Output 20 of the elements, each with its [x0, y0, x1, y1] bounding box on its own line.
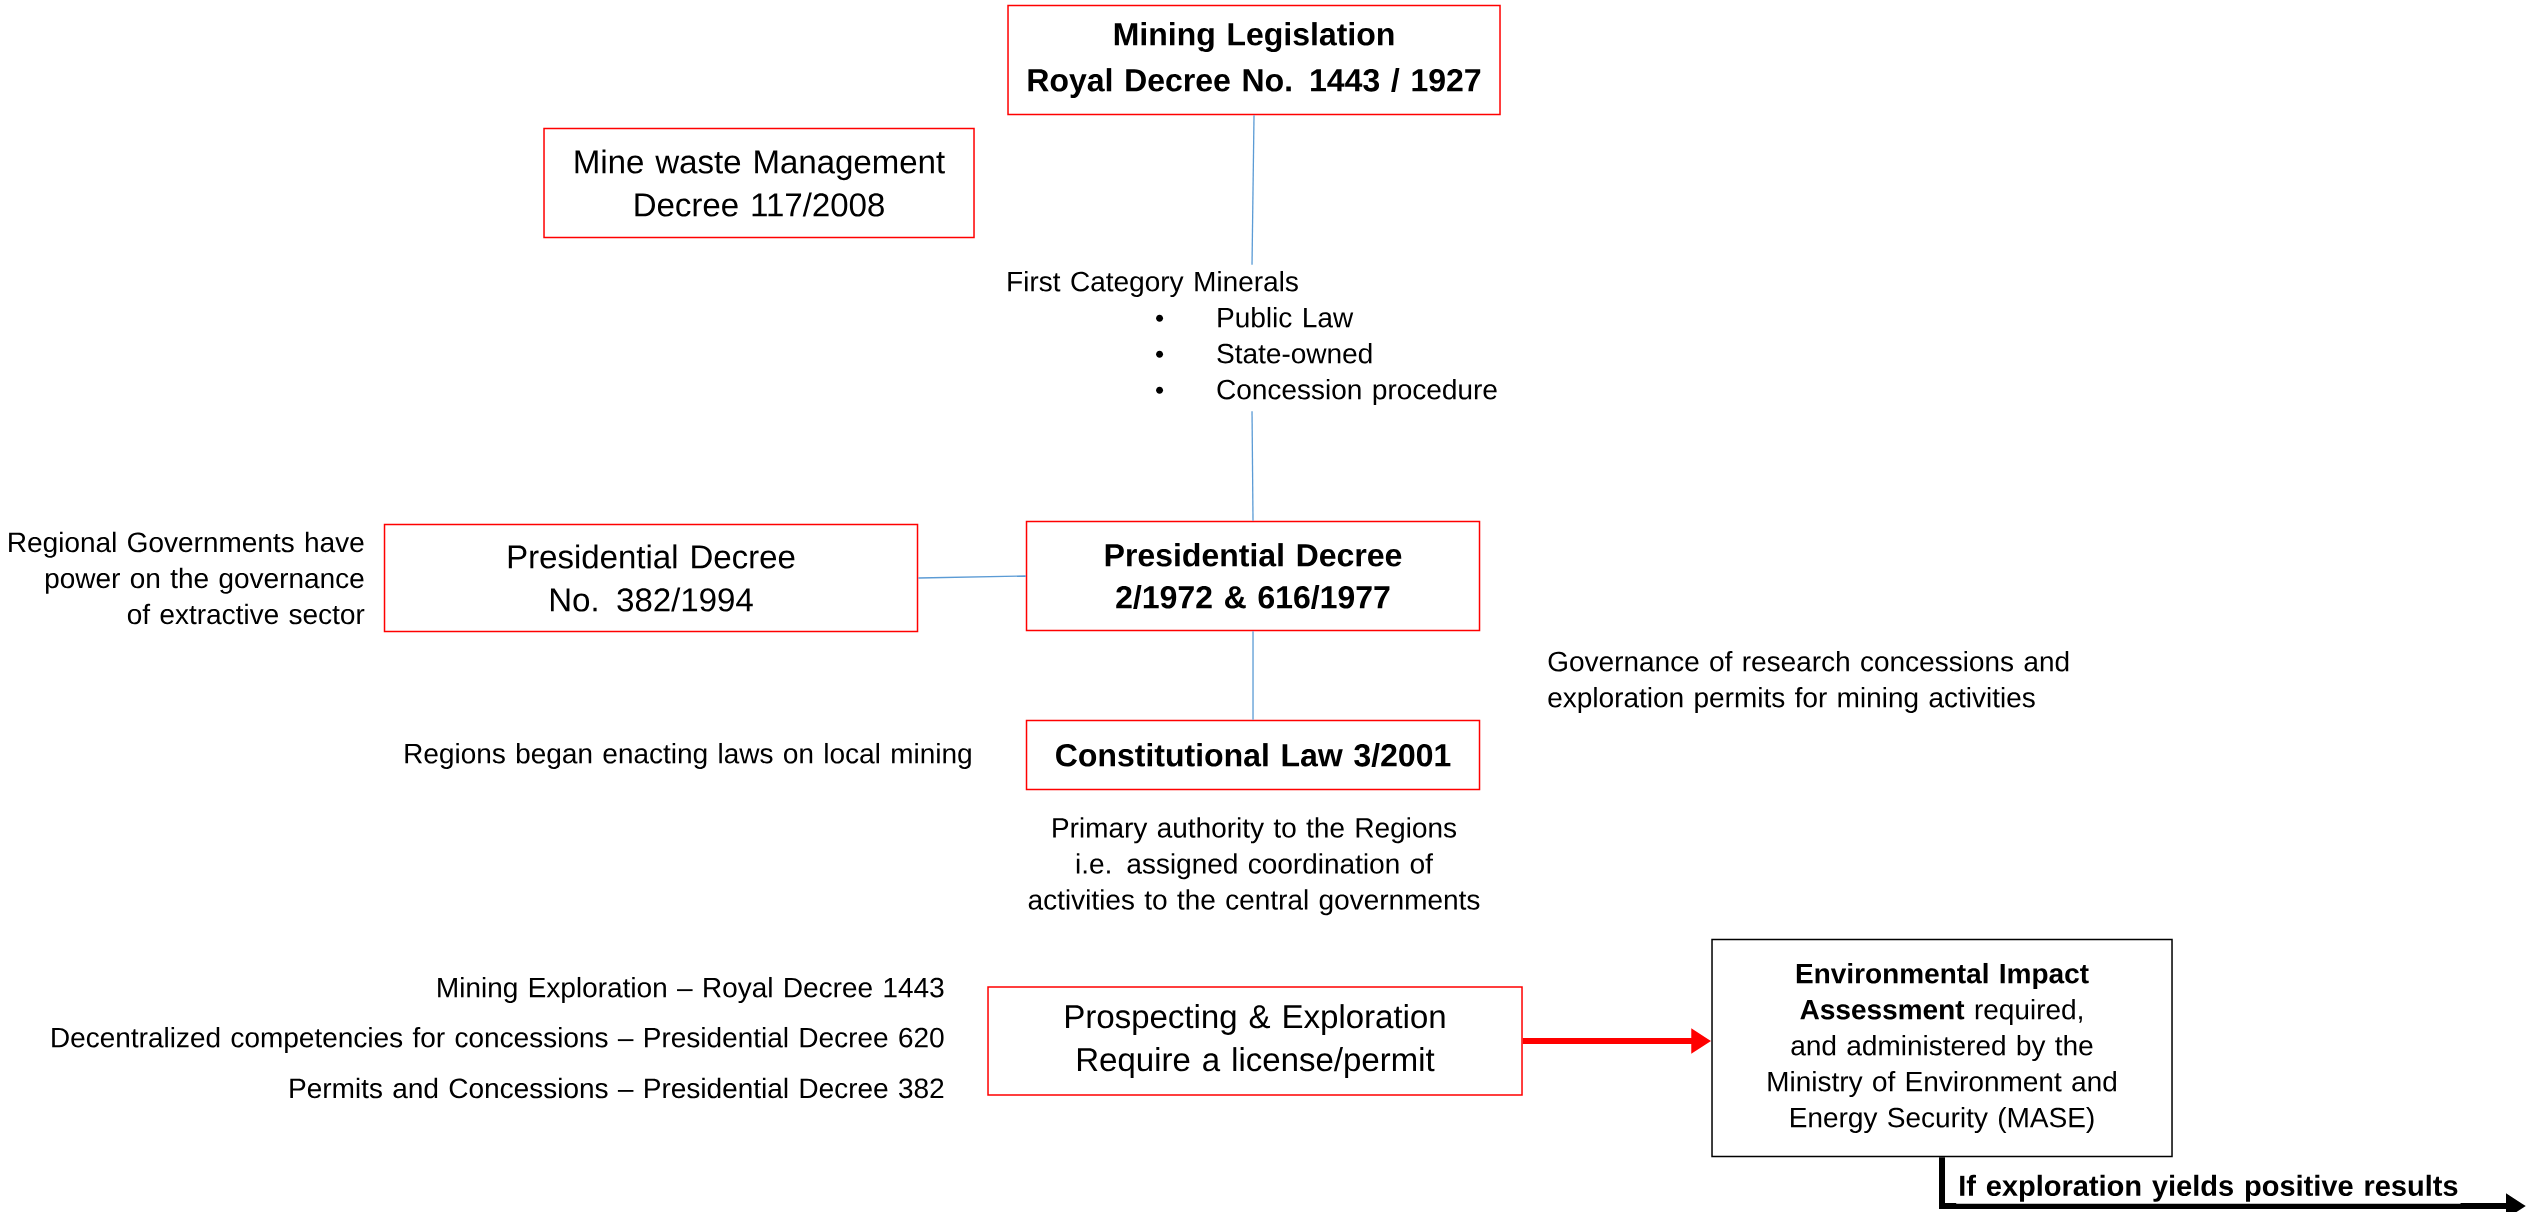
note-text: Permits and Concessions – Presidential Decree 382	[290, 1077, 944, 1099]
node-label: Public Law	[1218, 306, 1354, 328]
bullet-list: First Category Minerals Public Law State-owned Concession procedure	[1008, 270, 1497, 406]
note-text: Regional Governments have power on the governance of extractive sector	[9, 531, 365, 625]
node-label: State-owned	[1217, 342, 1372, 364]
law-box: Constitutional Law 3/2001	[1025, 719, 1481, 791]
node-label: First Category Minerals	[1008, 270, 1298, 298]
note-text: Decentralized competencies for concessions – Presidential Decree 620	[52, 1026, 944, 1054]
note-text: Regions began enacting laws on local mining	[405, 742, 971, 770]
note-text: Governance of research concessions and exploration permits for mining activities	[1548, 650, 2069, 714]
law-box: Prospecting & Exploration Require a license/permit	[987, 986, 1523, 1096]
assessment-box: Environmental Impact Assessment required, and administered by the Ministry of Environment and Energy Security (MASE)	[1711, 938, 2173, 1158]
node-label: Concession procedure	[1217, 378, 1497, 406]
note-text: Mining Exploration – Royal Decree 1443	[438, 976, 944, 1004]
law-box: Presidential Decree No. 382/1994	[383, 523, 919, 633]
law-box: Mine waste Management Decree 117/2008	[543, 127, 975, 239]
edge-label: If exploration yields positive results	[1956, 1172, 2461, 1204]
law-box: Mining Legislation Royal Decree No. 1443 / 1927	[1007, 4, 1501, 116]
note-text: Primary authority to the Regions i.e. assigned coordination of activities to the central governments	[1028, 817, 1480, 916]
law-box: Presidential Decree 2/1972 & 616/1977	[1025, 520, 1481, 632]
